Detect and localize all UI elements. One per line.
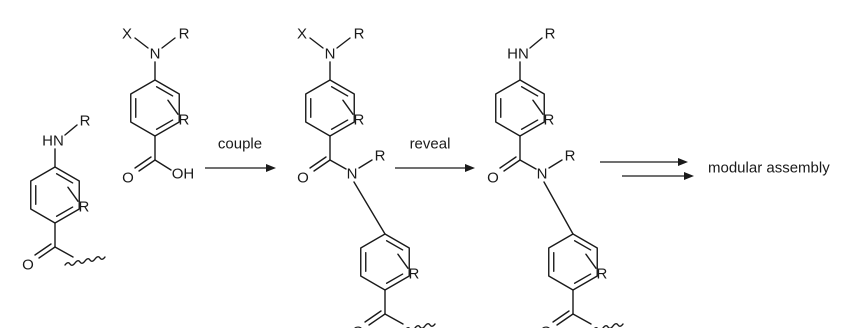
inner-double-bond (520, 119, 539, 130)
atom-label-o: O (297, 170, 309, 187)
wavy-bond-icon (64, 256, 106, 266)
atom-label-r: R (375, 148, 386, 165)
carbonyl-double-bond (134, 156, 152, 169)
atom-label-o: O (352, 324, 364, 328)
atom-label-r: R (565, 148, 576, 165)
atom-label-r: R (354, 26, 365, 43)
arrow-head-icon (678, 158, 688, 166)
atom-label-x: X (122, 26, 132, 43)
atom-label-n: N (150, 46, 161, 63)
atom-label-x: X (297, 26, 307, 43)
wavy-bond-icon (405, 323, 436, 328)
substituent-bond (67, 186, 79, 202)
carbonyl-double-bond (138, 159, 156, 172)
atom-label-r: R (408, 266, 419, 283)
bond-to-chain (384, 313, 404, 325)
inner-double-bond (520, 86, 539, 97)
atom-label-n: N (325, 46, 336, 63)
atom-label-r: R (353, 112, 364, 129)
atom-label-r: R (78, 199, 89, 216)
arrow-head-icon (684, 172, 694, 180)
atom-label-o: O (487, 170, 499, 187)
substituent-bond (167, 99, 179, 115)
bond-n-r (161, 37, 176, 49)
inner-double-bond (55, 206, 74, 217)
inner-double-bond (155, 86, 174, 97)
bond-c-n-amide (519, 159, 537, 170)
wavy-bond-icon (593, 323, 624, 328)
carbonyl-double-bond (552, 310, 570, 323)
bond-n-x (134, 37, 149, 49)
carbonyl-double-bond (503, 159, 521, 172)
arrow-label-couple: couple (218, 136, 262, 153)
benzene-ring (548, 233, 598, 291)
atom-label-oh: OH (172, 166, 195, 183)
carbonyl-double-bond (499, 156, 517, 169)
arrow-multistep: modular assembly (600, 158, 830, 180)
compound-3-coupled-dimer: RNXRONRRO (297, 26, 436, 328)
benzene-ring (360, 233, 410, 291)
substituent-bond (532, 99, 544, 115)
compound-2-protected-amino-acid: R N X R O OH (122, 26, 194, 187)
carbonyl-double-bond (364, 310, 382, 323)
inner-double-bond (573, 240, 592, 251)
bond-n-x (309, 37, 324, 49)
inner-double-bond (330, 119, 349, 130)
atom-label-o: O (540, 324, 552, 328)
arrow-couple: couple (205, 136, 276, 172)
bond-c-n-amide (329, 159, 347, 170)
carbonyl-double-bond (313, 159, 331, 172)
atom-label-hn: HN (42, 133, 64, 150)
bond-to-chain (54, 246, 74, 258)
carbonyl-double-bond (38, 246, 56, 259)
result-label-modular-assembly: modular assembly (708, 160, 830, 177)
atom-label-r: R (596, 266, 607, 283)
bond-to-chain (572, 313, 592, 325)
compound-1-resin-bound-amine: R HN R O (22, 113, 106, 274)
benzene-ring (495, 79, 545, 137)
inner-double-bond (385, 273, 404, 284)
bond-n-r (64, 124, 78, 136)
bond-n-r (336, 37, 351, 49)
carbonyl-double-bond (309, 156, 327, 169)
compound-4-revealed-dimer: RHNRONRRO (487, 26, 624, 328)
arrow-head-icon (266, 164, 276, 172)
bond-c-oh (154, 159, 172, 171)
inner-double-bond (155, 119, 174, 130)
inner-double-bond (330, 86, 349, 97)
benzene-ring (130, 79, 180, 137)
bond-n-r (529, 37, 543, 49)
carbonyl-double-bond (368, 313, 386, 326)
bond-n-r (358, 159, 373, 169)
atom-label-hn: HN (507, 46, 529, 63)
arrow-reveal: reveal (395, 136, 475, 172)
benzene-ring (305, 79, 355, 137)
inner-double-bond (573, 273, 592, 284)
atom-label-r: R (543, 112, 554, 129)
arrow-head-icon (465, 164, 475, 172)
carbonyl-double-bond (556, 313, 574, 326)
bond-n-r (548, 159, 563, 169)
atom-label-n: N (537, 166, 548, 183)
atom-label-r: R (545, 26, 556, 43)
substituent-bond (342, 99, 354, 115)
bond-n-ring (543, 181, 574, 235)
substituent-bond (397, 253, 409, 269)
atom-label-n: N (347, 166, 358, 183)
carbonyl-double-bond (34, 243, 52, 256)
substituent-bond (585, 253, 597, 269)
benzene-ring (30, 166, 80, 224)
atom-label-r: R (179, 26, 190, 43)
atom-label-r: R (178, 112, 189, 129)
inner-double-bond (385, 240, 404, 251)
atom-label-r: R (80, 113, 91, 130)
atom-label-o: O (22, 257, 34, 274)
arrow-label-reveal: reveal (410, 136, 451, 153)
atom-label-o: O (122, 170, 134, 187)
bond-n-ring (353, 181, 386, 235)
inner-double-bond (55, 173, 74, 184)
